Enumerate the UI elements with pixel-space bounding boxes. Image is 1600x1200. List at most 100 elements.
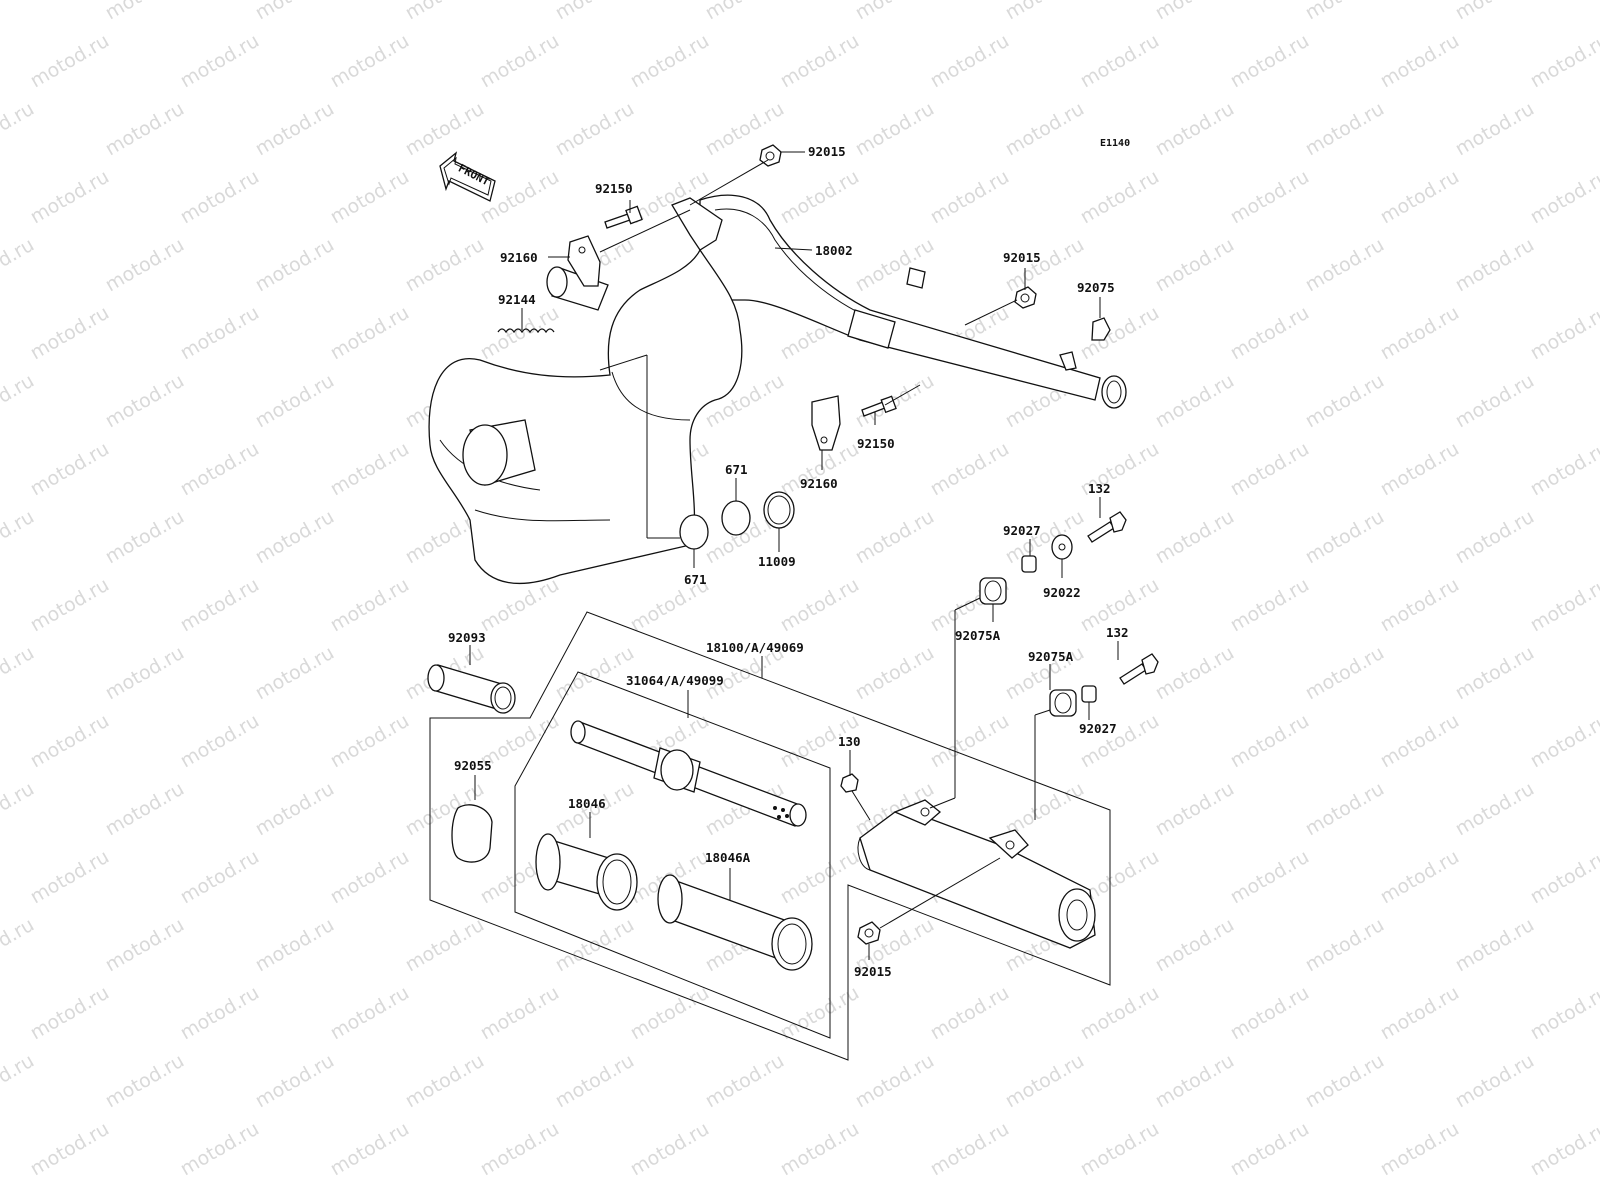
assembly-outline-31064 (514, 671, 831, 1039)
watermark-text: motod.ru (102, 642, 188, 705)
label-31064: 31064/A/49099 (626, 673, 724, 688)
watermark-text: motod.ru (177, 302, 263, 365)
bolt-132-top (1087, 511, 1127, 543)
diagram-code: E1140 (1100, 138, 1130, 149)
oring-671-b (721, 500, 751, 536)
bracket-92160-mid (811, 395, 841, 451)
watermark-text: motod.ru (927, 710, 1013, 773)
watermark-text: motod.ru (327, 1118, 413, 1181)
watermark-text: motod.ru (1452, 506, 1538, 569)
watermark-text: motod.ru (852, 234, 938, 297)
watermark-text: motod.ru (0, 914, 38, 977)
watermark-text: motod.ru (1302, 506, 1388, 569)
label-92093: 92093 (448, 630, 486, 645)
watermark-text: motod.ru (1152, 234, 1238, 297)
watermark-text: motod.ru (1077, 982, 1163, 1045)
watermark-text: motod.ru (327, 166, 413, 229)
watermark-text: motod.ru (1302, 1050, 1388, 1113)
exhaust-pipe-18002 (428, 194, 1127, 585)
watermark-text: motod.ru (1152, 506, 1238, 569)
watermark-text: motod.ru (0, 234, 38, 297)
label-92075: 92075 (1077, 280, 1115, 295)
watermark-text: motod.ru (102, 234, 188, 297)
watermark-text: motod.ru (252, 642, 338, 705)
watermark-text: motod.ru (1227, 982, 1313, 1045)
label-92027-mid: 92027 (1079, 721, 1117, 736)
watermark-text: motod.ru (177, 166, 263, 229)
watermark-text: motod.ru (27, 574, 113, 637)
watermark-text: motod.ru (1227, 1118, 1313, 1181)
watermark-text: motod.ru (0, 98, 38, 161)
watermark-text: motod.ru (252, 1050, 338, 1113)
watermark-text: motod.ru (1377, 846, 1463, 909)
label-671-top: 671 (725, 462, 748, 477)
watermark-text: motod.ru (627, 982, 713, 1045)
pipe-92093 (427, 664, 516, 714)
watermark-text: motod.ru (1452, 642, 1538, 705)
watermark-text: motod.ru (1377, 30, 1463, 93)
watermark-text: motod.ru (102, 1050, 188, 1113)
label-18002: 18002 (815, 243, 853, 258)
label-92027-top: 92027 (1003, 523, 1041, 538)
label-92015-top: 92015 (808, 144, 846, 159)
oring-92055 (451, 804, 493, 863)
watermark-text: motod.ru (402, 1050, 488, 1113)
watermark-text: motod.ru (1302, 370, 1388, 433)
nut-92015-top (759, 144, 782, 167)
watermark-text: motod.ru (27, 982, 113, 1045)
watermark-text: motod.ru (1377, 574, 1463, 637)
watermark-text: motod.ru (1302, 914, 1388, 977)
watermark-text: motod.ru (252, 370, 338, 433)
watermark-text: motod.ru (852, 506, 938, 569)
watermark-text: motod.ru (852, 1050, 938, 1113)
bolt-132-mid (1119, 653, 1159, 685)
watermark-text: motod.ru (1377, 166, 1463, 229)
watermark-text: motod.ru (177, 710, 263, 773)
watermark-text: motod.ru (1002, 234, 1088, 297)
watermark-text: motod.ru (1152, 642, 1238, 705)
watermark-text: motod.ru (1527, 710, 1600, 773)
label-92015-bottom: 92015 (854, 964, 892, 979)
watermark-text: motod.ru (702, 1050, 788, 1113)
watermark-text: motod.ru (0, 370, 38, 433)
watermark-text: motod.ru (1152, 1050, 1238, 1113)
label-92075A-mid: 92075A (1028, 649, 1074, 664)
watermark-text: motod.ru (102, 506, 188, 569)
watermark-text: motod.ru (777, 30, 863, 93)
watermark-text: motod.ru (1227, 438, 1313, 501)
watermark-text: motod.ru (1152, 98, 1238, 161)
label-92160-mid: 92160 (800, 476, 838, 491)
watermark-text: motod.ru (1302, 642, 1388, 705)
watermark-text: motod.ru (1152, 914, 1238, 977)
watermark-text: motod.ru (777, 982, 863, 1045)
watermark-text: motod.ru (927, 438, 1013, 501)
watermark-text: motod.ru (0, 778, 38, 841)
watermark-text: motod.ru (1527, 846, 1600, 909)
watermark-text: motod.ru (777, 1118, 863, 1181)
watermark-text: motod.ru (327, 30, 413, 93)
watermark-text: motod.ru (1452, 370, 1538, 433)
watermark-text: motod.ru (402, 0, 488, 24)
watermark-text: motod.ru (477, 30, 563, 93)
watermark-text: motod.ru (1002, 1050, 1088, 1113)
watermark-text: motod.ru (552, 1050, 638, 1113)
gasket-11009 (763, 491, 795, 529)
label-18046A: 18046A (705, 850, 751, 865)
nut-92015-bottom (857, 921, 881, 945)
watermark-text: motod.ru (27, 438, 113, 501)
label-132-mid: 132 (1106, 625, 1129, 640)
watermark-text: motod.ru (327, 574, 413, 637)
watermark-text: motod.ru (1302, 234, 1388, 297)
watermark-text: motod.ru (27, 166, 113, 229)
watermark-text: motod.ru (27, 710, 113, 773)
watermark-text: motod.ru (252, 506, 338, 569)
watermark-text: motod.ru (0, 1050, 38, 1113)
label-11009: 11009 (758, 554, 796, 569)
watermark-text: motod.ru (1077, 1118, 1163, 1181)
grommet-92075A-top (979, 577, 1007, 605)
watermark-text: motod.ru (777, 166, 863, 229)
watermark-text: motod.ru (27, 846, 113, 909)
assembly-outline-18100 (429, 611, 1111, 1061)
bracket-92160-top (567, 235, 601, 287)
